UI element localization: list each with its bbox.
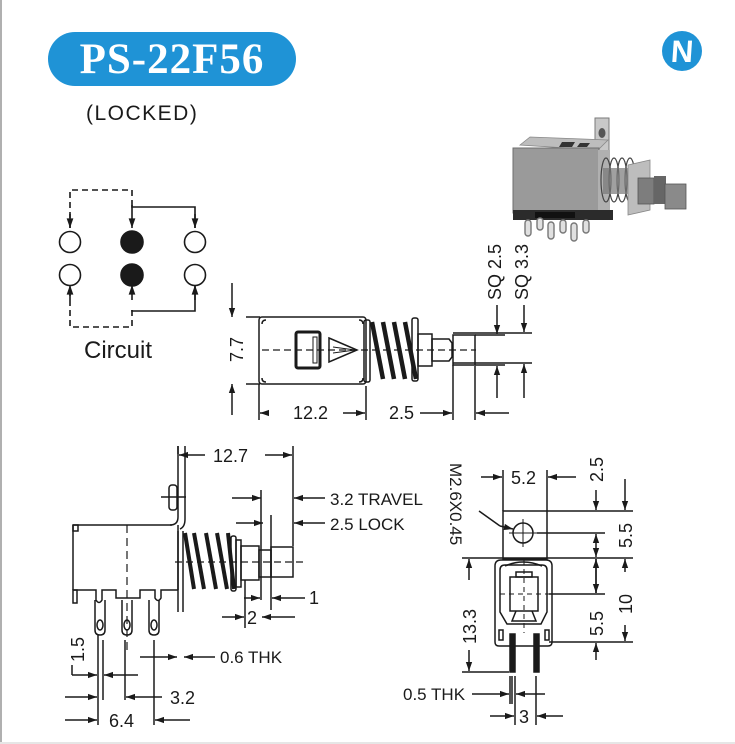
brand-logo-icon: N	[662, 31, 702, 71]
dim-2-5-front: 2.5	[587, 457, 607, 482]
page-border-left	[0, 0, 2, 744]
dim-1: 1	[309, 588, 319, 608]
dim-5-2: 5.2	[511, 468, 536, 488]
product-photo	[512, 117, 687, 242]
circuit-solid-bottom	[131, 285, 196, 312]
side-view-drawing	[65, 446, 325, 725]
circuit-solid-top	[131, 205, 196, 228]
dim-thread: M2.6X0.45	[446, 463, 465, 545]
dim-2: 2	[247, 608, 257, 628]
front-view-drawing	[462, 470, 633, 725]
dim-stem-length-2-5: 2.5	[389, 403, 414, 423]
dim-sq-3-3: SQ 3.3	[512, 244, 532, 300]
top-view-drawing	[228, 283, 532, 420]
dim-0-5-thk: 0.5 THK	[403, 685, 466, 704]
dim-pin-thickness: 0.6 THK	[220, 648, 283, 667]
model-title-badge: PS-22F56	[48, 32, 296, 86]
dim-5-5-lower: 5.5	[587, 611, 607, 636]
page-border-bottom	[0, 742, 735, 744]
dim-3: 3	[519, 707, 529, 727]
dim-body-length-12-2: 12.2	[293, 403, 328, 423]
circuit-dashed-top	[69, 189, 133, 228]
dim-13-3: 13.3	[460, 609, 480, 644]
contact-nc-1	[58, 230, 82, 254]
contact-common-2	[120, 263, 144, 287]
dim-5-5-upper: 5.5	[616, 523, 636, 548]
circuit-diagram	[58, 189, 207, 328]
circuit-dashed-bottom	[69, 290, 133, 328]
contact-nc-2	[58, 263, 82, 287]
dim-1-5: 1.5	[68, 637, 88, 662]
circuit-label: Circuit	[84, 337, 152, 364]
contact-common-1	[120, 230, 144, 254]
contact-no-1	[183, 230, 207, 254]
dim-height-7-7: 7.7	[227, 337, 247, 362]
dim-10: 10	[616, 594, 636, 614]
dim-travel: 3.2 TRAVEL	[330, 490, 423, 509]
dim-sq-2-5: SQ 2.5	[485, 244, 505, 300]
dim-3-2: 3.2	[170, 688, 195, 708]
dim-lock: 2.5 LOCK	[330, 515, 405, 534]
variant-label: (LOCKED)	[86, 102, 199, 125]
model-title: PS-22F56	[79, 35, 265, 83]
contact-no-2	[183, 263, 207, 287]
dim-12-7: 12.7	[213, 446, 248, 466]
dim-6-4: 6.4	[109, 711, 134, 731]
